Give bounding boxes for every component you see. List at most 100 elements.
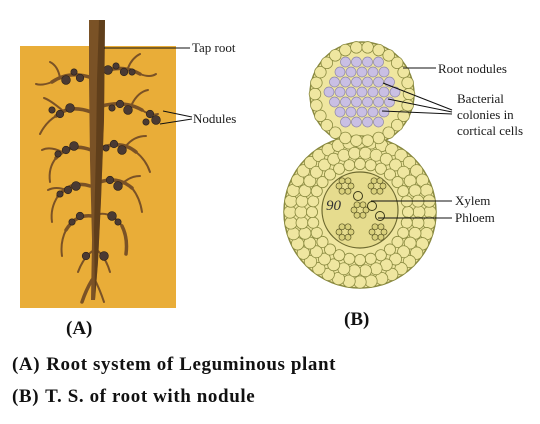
bacteria-cell — [340, 76, 351, 88]
phloem-label: Phloem — [455, 210, 495, 225]
xylem-vessel — [353, 191, 363, 201]
cortex-cell — [400, 216, 413, 229]
nodule — [48, 106, 56, 114]
lateral-root — [121, 175, 141, 185]
nodule — [115, 99, 125, 109]
cortex-cell — [397, 245, 411, 259]
cortex-cell — [339, 131, 352, 145]
bacteria-cell — [362, 96, 373, 108]
cortex-cell — [394, 148, 408, 162]
bacteria-cell — [378, 86, 390, 98]
cortex-cell — [401, 99, 414, 112]
stele-cell — [344, 187, 352, 195]
bacteria-cell — [329, 96, 340, 108]
lateral-root — [98, 178, 134, 190]
cortex-cell — [296, 164, 310, 178]
bacteria-cell — [334, 106, 346, 118]
root-system-panel — [20, 20, 176, 308]
cortex-cell — [397, 185, 410, 198]
stele-cell — [338, 187, 346, 195]
cortex-cell — [348, 146, 361, 160]
cortex-cell — [294, 205, 308, 219]
nodule — [68, 218, 76, 226]
nodule — [113, 181, 123, 191]
stele-cell — [370, 187, 378, 195]
stele-cell — [347, 228, 355, 236]
bacteria-cell — [384, 96, 395, 108]
cortex-cell — [333, 162, 346, 175]
cortex-cell — [402, 87, 416, 101]
nodule — [65, 103, 75, 113]
nodule — [55, 109, 65, 119]
cortex-cell — [374, 162, 387, 175]
root-section-panel: 90 — [283, 41, 437, 289]
cortex-cell — [401, 205, 414, 218]
bacteria-cell — [351, 76, 362, 88]
cortex-cell — [423, 205, 437, 219]
root-nodules-label: Root nodules — [438, 61, 507, 76]
stele-cell — [371, 223, 379, 231]
nodule — [102, 144, 110, 152]
cortex-cell — [310, 99, 323, 112]
stele-cell — [338, 223, 346, 231]
stele-cell — [344, 233, 352, 241]
lateral-root — [125, 135, 147, 147]
caption-b: (B)T. S. of root with nodule — [12, 386, 261, 408]
panel-a-leaders — [104, 47, 193, 125]
bacterial-leader-2 — [387, 98, 453, 113]
lateral-root — [60, 229, 67, 257]
stele-cell — [347, 182, 355, 190]
cortex-cell — [401, 76, 414, 89]
bacteria-cell — [367, 106, 379, 118]
nodule — [75, 73, 85, 83]
lateral-root — [139, 73, 157, 77]
cortex-cell — [403, 236, 417, 250]
bacteria-cell — [373, 56, 384, 68]
bacteria-cell — [373, 76, 384, 88]
lateral-root — [80, 278, 94, 304]
stele-cell — [359, 201, 367, 209]
cortex-cell — [372, 43, 385, 57]
stele-cell — [359, 211, 367, 219]
cortex-cell — [412, 205, 426, 219]
cortex-cell — [391, 176, 404, 189]
stele-cell — [371, 233, 379, 241]
stele-cell — [370, 177, 378, 185]
cortex-cell — [303, 174, 317, 188]
cortex-cell — [318, 158, 331, 172]
xylem-label: Xylem — [455, 193, 490, 208]
lateral-root — [48, 157, 57, 183]
nodule — [107, 211, 117, 221]
cortex-cell — [390, 56, 404, 70]
lateral-root — [43, 97, 63, 111]
stele-cell — [338, 177, 346, 185]
cortex-cell — [314, 65, 327, 79]
cortex-cell — [316, 176, 329, 189]
lateral-root — [131, 187, 143, 213]
stele-cell — [380, 228, 388, 236]
cortex-cell — [348, 264, 361, 278]
bacterial-label-line-3: cortical cells — [457, 123, 523, 138]
bacteria-cell — [378, 106, 390, 118]
nodule — [128, 68, 136, 76]
bacteria-cell — [345, 106, 357, 118]
cortex-cell — [382, 126, 395, 139]
lateral-root — [39, 115, 57, 135]
nodule — [71, 181, 81, 191]
bacteria-cell — [389, 86, 401, 98]
cortex-cell — [329, 49, 342, 62]
cortex-cell — [283, 205, 297, 219]
cortex-cell — [324, 243, 337, 256]
nodule — [81, 251, 91, 261]
caption-a-text: Root system of Leguminous plant — [46, 354, 337, 375]
nodule — [105, 175, 115, 185]
nodule — [63, 185, 73, 195]
stele-cell — [377, 233, 385, 241]
nodule — [145, 109, 155, 119]
caption-a-tag: (A) — [12, 354, 41, 375]
cortex-cell — [374, 249, 387, 262]
stele-cell — [344, 177, 352, 185]
tap-root-shading — [94, 20, 105, 300]
